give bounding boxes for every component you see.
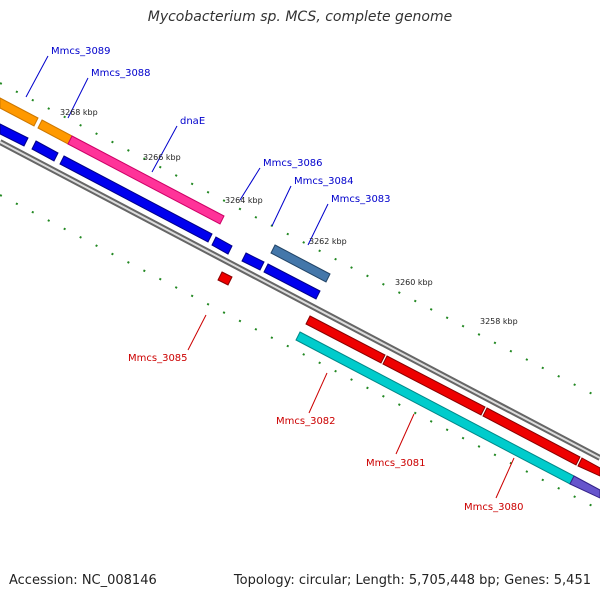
gene-blue-4[interactable] <box>211 236 233 255</box>
gene-label-mmcs-3080[interactable]: Mmcs_3080 <box>464 502 524 513</box>
gene-purple[interactable] <box>569 475 600 499</box>
gene-blue-2[interactable] <box>31 140 59 162</box>
gene-mmcs-3082[interactable] <box>305 315 386 364</box>
gene-red-right[interactable] <box>577 457 600 477</box>
gene-dnae[interactable] <box>67 135 225 225</box>
ruler-label: 3264 kbp <box>225 196 263 205</box>
gene-label-mmcs-3082[interactable]: Mmcs_3082 <box>276 416 336 427</box>
leader-mmcs-3083 <box>307 203 329 246</box>
leader-dnae <box>151 125 178 173</box>
gene-label-mmcs-3085[interactable]: Mmcs_3085 <box>128 353 188 364</box>
gene-mmcs-3080[interactable] <box>482 407 581 466</box>
leader-lines <box>25 55 515 499</box>
ruler-label: 3268 kbp <box>60 108 98 117</box>
topology-summary: Topology: circular; Length: 5,705,448 bp… <box>233 573 591 588</box>
gene-label-mmcs-3083[interactable]: Mmcs_3083 <box>331 194 391 205</box>
backbone-highlight <box>0 141 600 459</box>
gene-mmcs-3083[interactable] <box>263 263 321 300</box>
gene-mmcs-3086[interactable] <box>241 252 265 271</box>
gene-cyan-long[interactable] <box>295 331 575 485</box>
gene-blue-left[interactable] <box>0 123 29 147</box>
gene-label-mmcs-3081[interactable]: Mmcs_3081 <box>366 458 426 469</box>
leader-mmcs-3085 <box>187 314 207 351</box>
leader-mmcs-3081 <box>395 413 415 455</box>
gene-label-dnae[interactable]: dnaE <box>180 116 205 127</box>
ruler-label: 3258 kbp <box>480 317 518 326</box>
gene-label-mmcs-3088[interactable]: Mmcs_3088 <box>91 68 151 79</box>
gene-mmcs-3088[interactable] <box>37 119 73 145</box>
gene-label-mmcs-3084[interactable]: Mmcs_3084 <box>294 176 354 187</box>
forward-strand <box>0 97 331 300</box>
ruler-label: 3262 kbp <box>309 237 347 246</box>
accession-text: Accession: NC_008146 <box>9 573 157 588</box>
gene-label-mmcs-3086[interactable]: Mmcs_3086 <box>263 158 323 169</box>
leader-mmcs-3082 <box>308 372 328 414</box>
leader-mmcs-3084 <box>271 185 292 227</box>
map-title: Mycobacterium sp. MCS, complete genome <box>147 9 453 25</box>
leader-mmcs-3088 <box>67 77 89 119</box>
tick-row-inner <box>0 194 600 511</box>
gene-mmcs-3085[interactable] <box>217 271 233 286</box>
reverse-strand <box>217 271 600 499</box>
leader-mmcs-3080 <box>495 457 515 499</box>
gene-label-mmcs-3089[interactable]: Mmcs_3089 <box>51 46 111 57</box>
gene-labels: Mmcs_3089 Mmcs_3088 dnaE Mmcs_3086 Mmcs_… <box>51 46 524 513</box>
ruler-label: 3260 kbp <box>395 278 433 287</box>
gene-blue-3[interactable] <box>59 155 213 243</box>
backbone <box>0 139 600 461</box>
gene-mmcs-3081[interactable] <box>382 355 486 416</box>
gene-mmcs-3089[interactable] <box>0 97 39 127</box>
gene-mmcs-3084[interactable] <box>270 244 331 283</box>
ruler-label: 3266 kbp <box>143 153 181 162</box>
leader-mmcs-3086 <box>239 167 261 201</box>
ruler-labels: 3268 kbp 3266 kbp 3264 kbp 3262 kbp 3260… <box>60 108 518 326</box>
leader-mmcs-3089 <box>25 55 49 98</box>
tick-row-outer <box>0 82 600 399</box>
